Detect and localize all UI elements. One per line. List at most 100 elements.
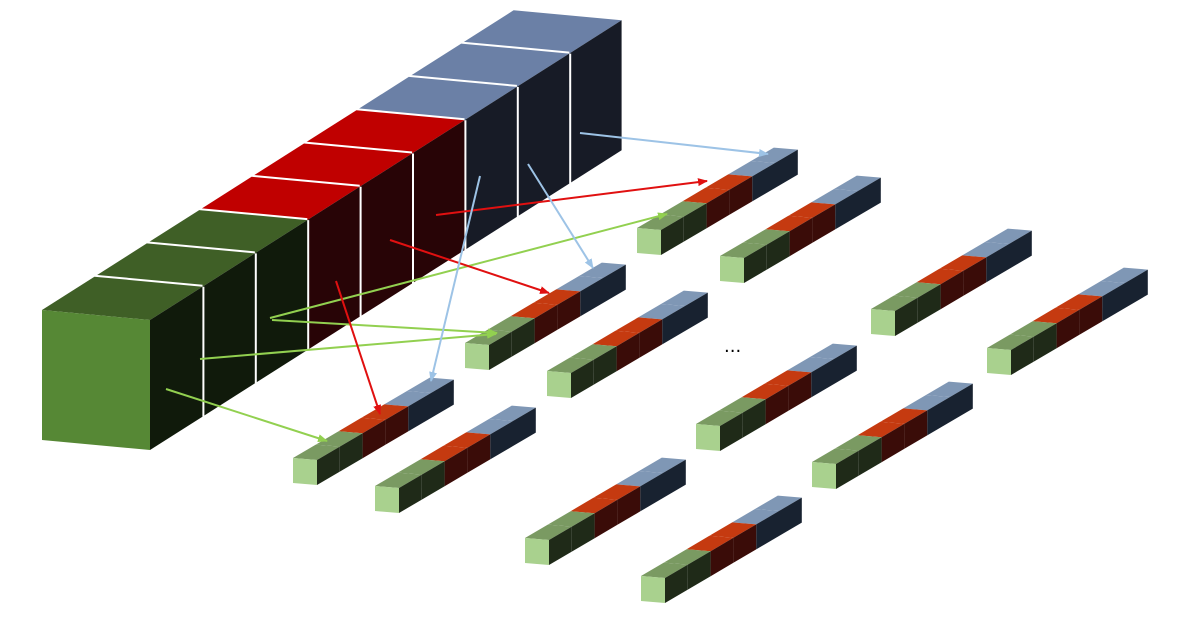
small-segment-side [317, 446, 340, 485]
small-segment-top [443, 432, 491, 448]
small-segment-top [397, 459, 445, 475]
small-segment-top [720, 242, 767, 258]
small-segment-top [987, 334, 1034, 350]
small-segment-top [985, 228, 1032, 244]
small-segment-front [871, 309, 895, 336]
large-cube-side [359, 153, 412, 317]
small-segment-top [696, 410, 743, 426]
small-segment-top [705, 174, 753, 190]
small-segment-front [641, 576, 665, 603]
small-tensor [547, 290, 708, 398]
small-segment-side [362, 419, 386, 459]
small-segment-top [709, 522, 757, 538]
small-segment-side [940, 270, 964, 310]
small-tensor [812, 381, 973, 489]
small-segment-side [963, 257, 987, 296]
small-segment-top [812, 448, 859, 464]
small-segment-top [755, 495, 802, 511]
small-segment-side [421, 461, 445, 500]
small-segment-top [407, 377, 454, 393]
small-segment-side [640, 473, 663, 512]
small-segment-side [661, 216, 684, 255]
small-segment-side [986, 244, 1009, 283]
small-segment-top [682, 187, 730, 204]
small-segment-side [756, 511, 779, 550]
large-tensor [42, 10, 622, 450]
small-segment-top [659, 201, 707, 217]
small-segment-side [729, 176, 753, 215]
small-segment-top [556, 276, 603, 292]
large-cube-side [254, 220, 308, 384]
small-segment-top [741, 383, 789, 400]
small-tensor [375, 405, 536, 513]
small-tensor [293, 377, 454, 485]
small-segment-side [385, 406, 409, 445]
small-segment-top [834, 175, 881, 191]
red-arrow [335, 280, 381, 415]
small-segment-top [466, 419, 513, 435]
small-segment-top [510, 302, 558, 319]
small-segment-top [579, 262, 626, 278]
blue-arrow [579, 132, 769, 157]
small-segment-top [880, 408, 928, 424]
small-segment-front [525, 538, 549, 565]
small-segment-top [638, 304, 685, 320]
small-segment-side [733, 524, 757, 563]
small-segment-top [1101, 267, 1148, 283]
small-segment-front [375, 486, 399, 513]
small-segment-side [557, 291, 581, 330]
small-segment-top [489, 405, 536, 421]
small-segment-front [812, 462, 836, 489]
small-segment-side [408, 393, 431, 432]
small-segment-side [662, 306, 685, 345]
small-segment-top [962, 242, 1009, 258]
small-segment-side [917, 284, 941, 323]
small-tensor [696, 343, 857, 451]
small-segment-side [1102, 283, 1125, 322]
small-segment-side [927, 397, 950, 436]
small-segment-side [617, 486, 641, 525]
small-tensor [987, 267, 1148, 375]
small-segment-top [375, 472, 422, 488]
small-segment-side [490, 421, 513, 460]
small-segment-top [637, 214, 684, 230]
small-segment-side [639, 319, 663, 358]
small-segment-side [779, 497, 802, 536]
large-cube-top [199, 176, 360, 221]
small-segment-top [616, 471, 663, 487]
red-arrow [435, 178, 708, 216]
small-segment-side [603, 264, 626, 303]
small-segment-side [549, 526, 572, 565]
small-segment-side [616, 332, 640, 372]
small-segment-top [728, 161, 775, 177]
small-segment-top [787, 357, 834, 373]
small-segment-side [706, 189, 730, 229]
small-segment-top [338, 417, 386, 434]
arrow-group [165, 132, 769, 443]
large-cube-top [94, 243, 255, 287]
small-segment-top [1009, 321, 1057, 337]
small-segment-side [1009, 230, 1032, 269]
small-segment-top [293, 444, 340, 460]
small-segment-side [1056, 309, 1080, 349]
small-segment-side [687, 551, 711, 590]
small-segment-side [431, 379, 454, 418]
small-segment-side [467, 434, 491, 473]
large-cube-top [461, 10, 622, 54]
small-segment-side [1079, 296, 1103, 335]
small-segment-side [593, 346, 617, 385]
small-segment-side [1033, 323, 1057, 362]
small-segment-side [685, 292, 708, 331]
small-segment-top [742, 229, 790, 245]
large-cube-top [42, 276, 203, 320]
small-segment-side [858, 437, 882, 476]
small-segment-top [315, 431, 363, 447]
small-segment-side [511, 318, 535, 357]
large-cube-side [202, 253, 255, 417]
red-arrow [389, 239, 550, 294]
small-segment-top [641, 562, 688, 578]
small-segment-top [570, 497, 618, 514]
small-segment-side [742, 399, 766, 438]
small-tensor [871, 228, 1032, 336]
small-segment-top [834, 435, 882, 451]
